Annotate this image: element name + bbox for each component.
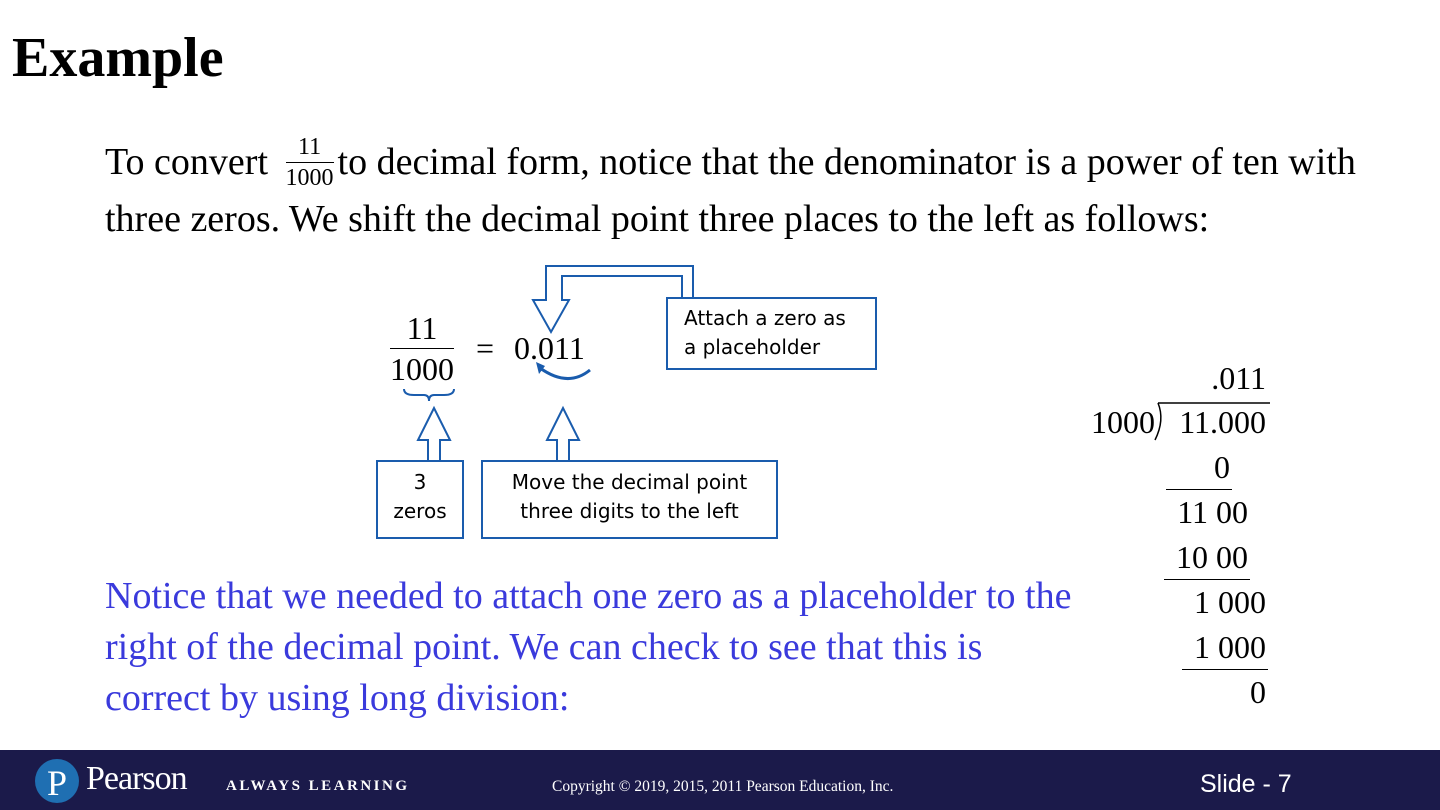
footer-copyright: Copyright © 2019, 2015, 2011 Pearson Edu…	[552, 778, 894, 795]
move-curve-arrow	[539, 366, 591, 380]
slide-number: Slide - 7	[1200, 770, 1292, 798]
move-curve-arrowhead	[536, 362, 545, 374]
zeros-callout-line2: zeros	[393, 499, 447, 523]
diagram-fraction-numerator: 11	[390, 310, 454, 349]
inline-fraction-denominator: 1000	[285, 165, 334, 191]
ld-rule	[1164, 579, 1250, 580]
zeros-up-arrow	[416, 405, 452, 460]
pearson-logo-icon: P	[35, 759, 79, 803]
ld-step: 0	[1214, 449, 1230, 485]
placeholder-arrow	[531, 265, 694, 335]
ld-step: 11 00	[1177, 494, 1248, 530]
zeros-callout: 3 zeros	[376, 460, 464, 539]
footer-brand: Pearson	[86, 760, 188, 797]
move-callout: Move the decimal point three digits to t…	[481, 460, 778, 539]
intro-prefix: To convert	[105, 141, 269, 184]
decimal-result: 0.011	[514, 330, 585, 366]
ld-quotient: .011	[1211, 360, 1266, 396]
placeholder-callout-line1: Attach a zero as	[684, 306, 846, 330]
intro-suffix: to decimal form, notice that the denomin…	[105, 141, 1356, 240]
ld-bracket	[1154, 402, 1270, 441]
slide-title: Example	[12, 27, 224, 89]
move-up-arrow	[545, 405, 581, 460]
ld-step: 10 00	[1176, 539, 1248, 575]
ld-rule	[1166, 489, 1232, 490]
diagram-fraction-denominator: 1000	[390, 351, 454, 387]
ld-step: 1 000	[1194, 629, 1266, 665]
equals-sign: =	[476, 330, 495, 366]
inline-fraction-numerator: 11	[285, 134, 334, 163]
ld-step: 0	[1250, 674, 1266, 710]
intro-paragraph: To convert 11 1000 to decimal form, noti…	[105, 134, 1405, 245]
zeros-callout-line1: 3	[413, 470, 427, 494]
placeholder-callout-line2: a placeholder	[684, 335, 821, 359]
move-callout-line1: Move the decimal point	[511, 470, 748, 494]
footer-tagline: ALWAYS LEARNING	[226, 778, 410, 794]
ld-step: 1 000	[1194, 584, 1266, 620]
ld-dividend: 11.000	[1179, 404, 1266, 440]
footer-bar	[0, 750, 1440, 810]
notice-paragraph: Notice that we needed to attach one zero…	[105, 575, 1072, 719]
svg-text:P: P	[47, 763, 67, 803]
zeros-brace	[403, 388, 455, 402]
ld-divisor: 1000	[1091, 404, 1155, 440]
inline-fraction: 11 1000	[285, 134, 334, 191]
placeholder-callout: Attach a zero as a placeholder	[666, 297, 877, 370]
diagram-fraction: 11 1000	[390, 310, 454, 387]
ld-rule	[1182, 669, 1268, 670]
move-callout-line2: three digits to the left	[520, 499, 739, 523]
diagram-arrows	[403, 265, 694, 460]
